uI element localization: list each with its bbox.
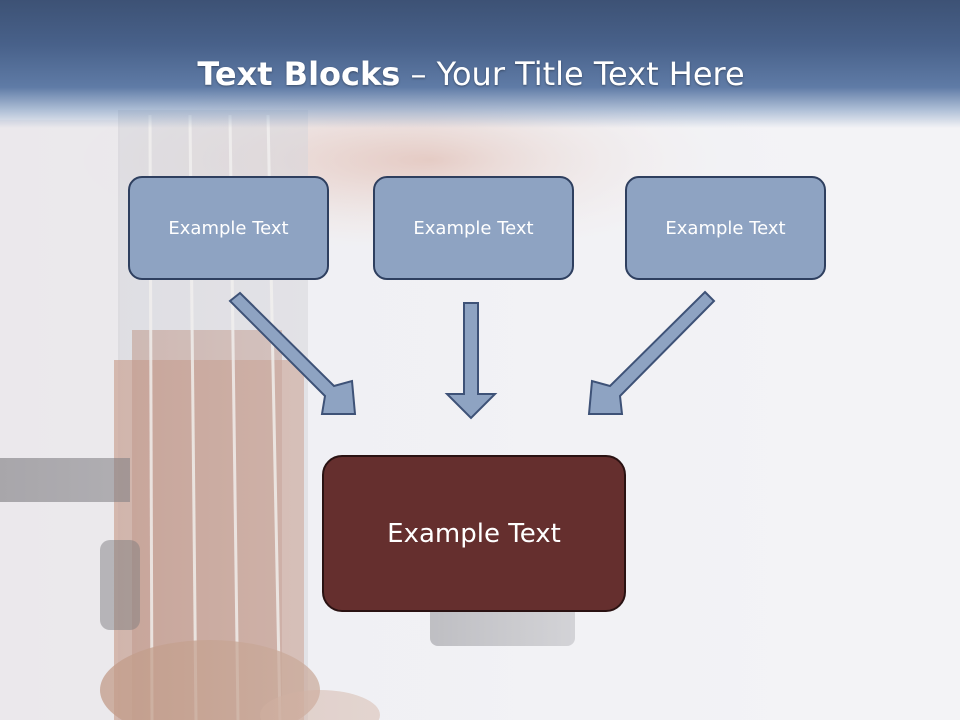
- arrow-left-diagonal: [228, 291, 357, 415]
- arrow-center-down: [444, 302, 498, 420]
- text-block-1-label: Example Text: [168, 217, 289, 239]
- text-block-1[interactable]: Example Text: [128, 176, 329, 280]
- arrow-right-diagonal: [587, 290, 716, 415]
- title-band: [0, 0, 960, 128]
- text-block-2-label: Example Text: [413, 217, 534, 239]
- text-block-3-label: Example Text: [665, 217, 786, 239]
- title-rest-text: Your Title Text Here: [436, 55, 745, 93]
- text-block-2[interactable]: Example Text: [373, 176, 574, 280]
- title-separator: –: [410, 55, 427, 93]
- title-bold-text: Text Blocks: [197, 55, 401, 93]
- text-block-3[interactable]: Example Text: [625, 176, 826, 280]
- target-block[interactable]: Example Text: [322, 455, 626, 612]
- slide-title: Text Blocks – Your Title Text Here: [0, 52, 942, 96]
- target-block-label: Example Text: [387, 518, 561, 549]
